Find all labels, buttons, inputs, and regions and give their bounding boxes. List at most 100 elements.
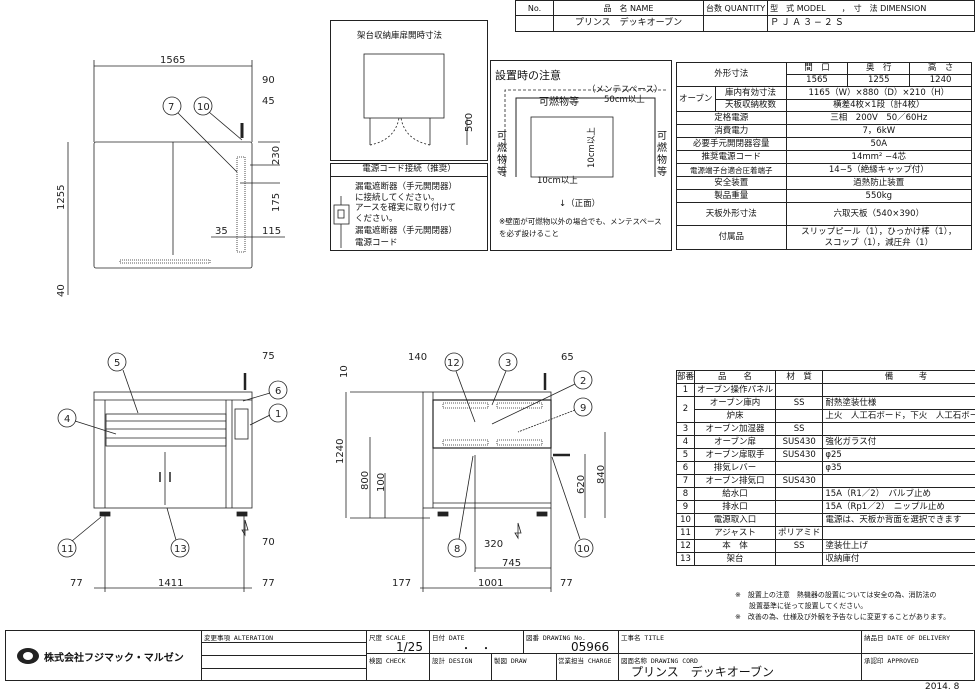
note-line: 設置基準に従って設置してください。 <box>735 602 868 610</box>
cord-line: に接続してください。 <box>355 192 440 203</box>
dim-text: 840 <box>596 465 607 484</box>
drawing-no-value: 05966 <box>571 640 610 654</box>
company-emblem-icon <box>17 648 39 664</box>
spec-value: スリップピール（1），ひっかけ棒（1），スコップ（1），減圧弁（1） <box>785 225 973 250</box>
dim-text: 1001 <box>478 578 503 589</box>
title-block: No. 品 名 NAME 台数 QUANTITY 型 式 MODEL ， 寸 法… <box>515 0 975 32</box>
row-quantity <box>702 15 769 32</box>
balloon-label: 12 <box>447 358 460 369</box>
spec-label: 付属品 <box>676 225 787 250</box>
dim-text: 320 <box>484 539 503 550</box>
cord-line: ください。 <box>355 213 398 224</box>
balloon-label: 13 <box>174 544 187 555</box>
dim-text: 100 <box>376 473 387 492</box>
dim-text: 77 <box>262 578 275 589</box>
alteration-label: 変更事項 ALTERATION <box>204 634 274 642</box>
dim-text: 45 <box>262 96 275 107</box>
breaker-label: 漏電遮断器（手元開閉器） <box>355 226 458 236</box>
caution-note: ※壁面が可燃物以外の場合でも、メンテスペースを必ず設けること <box>499 217 662 238</box>
door-open-box: 架台収納庫扉開時寸法 <box>330 20 488 161</box>
note-line: ※ 改善の為、仕様及び外観を予告なしに変更することがあります。 <box>735 613 951 621</box>
balloon-label: 8 <box>454 544 460 555</box>
draw-label: 製図 DRAW <box>494 657 527 665</box>
issue-date: 2014. 8 <box>925 682 960 692</box>
caution-top-label: 可燃物等 <box>539 97 579 108</box>
dim-text: 1255 <box>56 185 67 210</box>
scale-label: 尺度 SCALE <box>369 634 406 642</box>
title-label: 工事名 TITLE <box>621 634 664 642</box>
drawing-cord-value: プリンス デッキオーブン <box>631 665 775 679</box>
drawing-cord-label: 図面名称 DRAWING CORD <box>621 657 698 665</box>
parts-row: 炉床上火 人工石ボード，下火 人工石ボード <box>677 409 975 423</box>
cord-connection-box: 電源コード接続（推奨） 漏電遮断器（手元開閉器） に接続してください。 アースを… <box>330 163 488 251</box>
charge-label: 営業担当 CHARGE <box>558 657 612 665</box>
caution-title: 設置時の注意 <box>495 69 561 82</box>
balloon-label: 2 <box>580 376 586 387</box>
caution-right-label: 可燃物等 <box>657 131 667 178</box>
dim-text: 140 <box>408 352 427 363</box>
balloon-label: 1 <box>275 409 281 420</box>
front-view <box>57 352 288 592</box>
delivery-label: 納品日 DATE OF DELIVERY <box>864 634 951 642</box>
dim-text: 175 <box>271 193 282 212</box>
clearance-diagram <box>504 89 668 178</box>
design-label: 設計 DESIGN <box>432 657 473 665</box>
spec-table: 外形寸法 間 口 奥 行 高 さ 1565 1255 1240 オーブン 庫内有… <box>676 62 973 250</box>
balloon-label: 11 <box>61 544 74 555</box>
row-model: ＰＪＡ３−２Ｓ <box>767 15 975 32</box>
spec-outer-label: 外形寸法 <box>676 62 787 87</box>
dim-text: 1240 <box>335 439 346 464</box>
parts-cell-material: ポリアミド <box>775 526 824 540</box>
balloon-label: 5 <box>114 358 120 369</box>
balloon-label: 6 <box>275 386 281 397</box>
maint-dim: 50cm以上 <box>604 95 645 105</box>
door-box-title: 架台収納庫扉開時寸法 <box>357 31 443 41</box>
spec-value-line: スコップ（1），減圧弁（1） <box>824 237 934 248</box>
balloon-label: 4 <box>64 414 70 425</box>
dim-text: 40 <box>56 284 67 297</box>
dim-text: 620 <box>576 475 587 494</box>
cord-label: 電源コード <box>355 238 398 248</box>
side-view <box>345 352 606 592</box>
side-dim: 10cm以上 <box>537 176 578 186</box>
dim-text: 115 <box>262 226 281 237</box>
dim-text: 230 <box>271 146 282 165</box>
dim-text: 745 <box>502 558 521 569</box>
dim-text: 90 <box>262 75 275 86</box>
front-label: ↓（正面） <box>559 199 601 209</box>
parts-cell-material <box>775 552 824 566</box>
note-line: ※ 設置上の注意 熱機器の設置については安全の為、消防法の <box>735 591 937 599</box>
dim-text: 77 <box>70 578 83 589</box>
dim-text: 70 <box>262 537 275 548</box>
dim-text: 65 <box>561 352 574 363</box>
company-name: 株式会社フジマック・マルゼン <box>44 652 184 664</box>
dim-text: 35 <box>215 226 228 237</box>
balloon-label: 10 <box>577 544 590 555</box>
dim-text: 10 <box>339 365 350 378</box>
cord-box-title: 電源コード接続（推奨） <box>331 164 487 177</box>
door-dim: 500 <box>464 113 475 132</box>
installation-caution-box: 設置時の注意 可燃物等 （メンテスペース） 50cm以上 可燃物等 可燃物等 1… <box>490 60 672 251</box>
dim-text: 1565 <box>160 55 185 66</box>
parts-cell-note: 収納庫付 <box>822 552 975 566</box>
balloon-label: 10 <box>197 102 210 113</box>
caution-left-label: 可燃物等 <box>497 131 507 178</box>
parts-header: 材 質 <box>775 370 824 384</box>
dim-text: 77 <box>560 578 573 589</box>
dim-text: 177 <box>392 578 411 589</box>
dim-text: 800 <box>360 471 371 490</box>
balloon-label: 3 <box>505 358 511 369</box>
balloon-label: 9 <box>580 403 586 414</box>
cord-line: 漏電遮断器（手元開閉器） <box>355 182 458 192</box>
balloon-label: 7 <box>168 102 174 113</box>
spec-label: 天板外形寸法 <box>676 202 787 226</box>
spec-value-line: スリップピール（1），ひっかけ棒（1）， <box>801 226 957 237</box>
